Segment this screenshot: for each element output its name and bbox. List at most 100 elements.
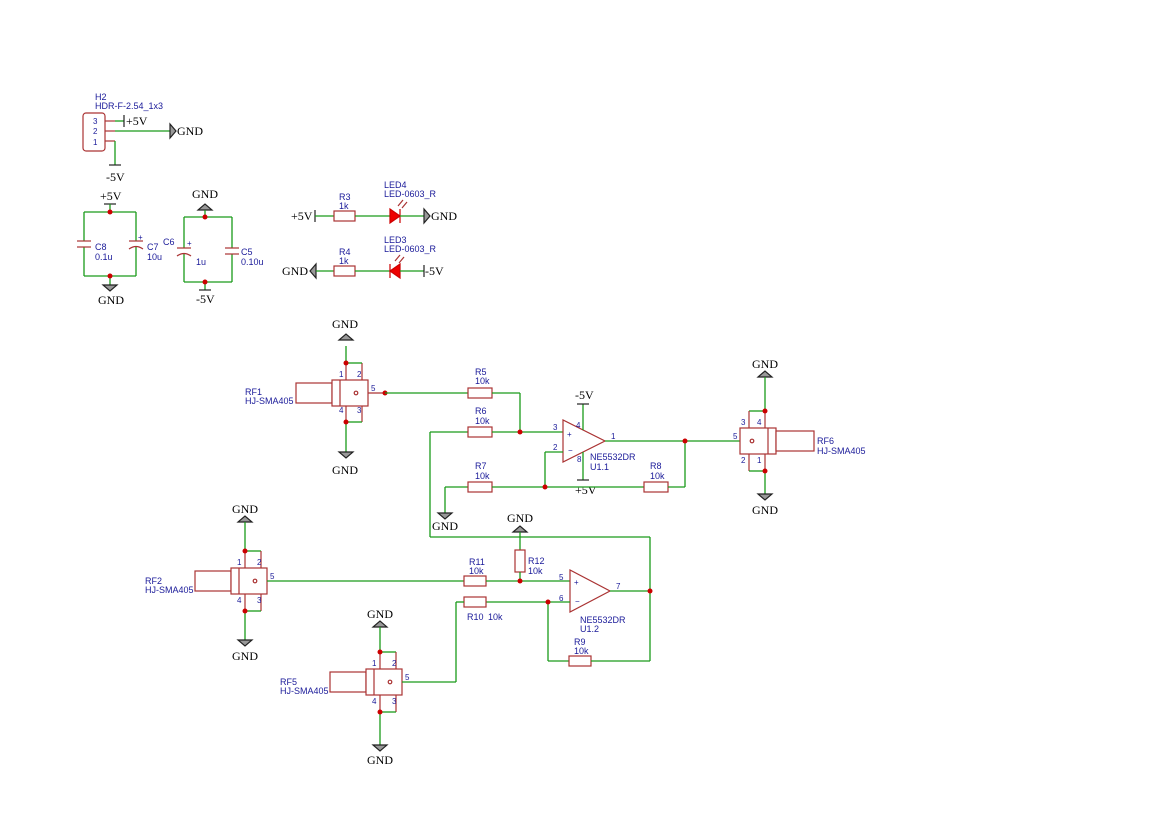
u1-1-body bbox=[562, 419, 607, 463]
c8-value: 0.1u bbox=[95, 252, 113, 262]
r9-value: 10k bbox=[574, 646, 589, 656]
rf6-jack bbox=[739, 427, 777, 455]
net-label-gnd: GND bbox=[432, 519, 458, 533]
c8-ref: C8 bbox=[95, 242, 107, 252]
u1-2-ref: U1.2 bbox=[580, 624, 599, 634]
rf6-pin1: 1 bbox=[757, 456, 762, 465]
r11-body bbox=[463, 575, 487, 587]
net-label-gnd: GND bbox=[232, 502, 258, 516]
rf2-pin4: 4 bbox=[237, 596, 242, 605]
r7-ref: R7 bbox=[475, 461, 487, 471]
rf2-connector: GND GND 1 2 3 4 5 RF2 HJ-SMA405 bbox=[145, 502, 275, 663]
net-label-minus5v: -5V bbox=[575, 388, 594, 402]
r10-ref: R10 bbox=[467, 612, 484, 622]
r8-ref: R8 bbox=[650, 461, 662, 471]
rf6-body bbox=[775, 430, 815, 452]
gnd-symbol bbox=[337, 451, 355, 459]
h2-pin3: 3 bbox=[93, 117, 98, 126]
r4-body bbox=[333, 265, 356, 277]
net-label-gnd: GND bbox=[752, 503, 778, 517]
rf5-jack bbox=[365, 668, 403, 696]
c6-plus-sign: + bbox=[187, 239, 192, 248]
gnd-symbol bbox=[337, 333, 355, 341]
u1-1-ref: U1.1 bbox=[590, 462, 609, 472]
u1-2-body bbox=[569, 569, 612, 613]
h2-net-plus5v: +5V bbox=[126, 114, 148, 128]
led3-value: LED-0603_R bbox=[384, 244, 437, 254]
rf2-ref: RF2 bbox=[145, 576, 162, 586]
gnd-symbol bbox=[371, 620, 389, 628]
rf1-value: HJ-SMA405 bbox=[245, 396, 294, 406]
u1-1-plus-sign: + bbox=[567, 430, 572, 439]
h2-pin2: 2 bbox=[93, 127, 98, 136]
r5-value: 10k bbox=[475, 376, 490, 386]
gnd-symbol bbox=[511, 525, 529, 533]
net-label-plus5v: +5V bbox=[100, 189, 122, 203]
c6-value: 1u bbox=[196, 257, 206, 267]
led3-ref: LED3 bbox=[384, 235, 407, 245]
h2-ref: H2 bbox=[95, 92, 107, 102]
net-label-gnd: GND bbox=[507, 511, 533, 525]
rf1-jack bbox=[331, 379, 369, 407]
rf6-value: HJ-SMA405 bbox=[817, 446, 866, 456]
rf1-body bbox=[295, 382, 333, 404]
rf2-pin3: 3 bbox=[257, 596, 262, 605]
gnd-symbol bbox=[423, 207, 431, 225]
gnd-symbol bbox=[236, 515, 254, 523]
net-label-minus5v: -5V bbox=[425, 264, 444, 278]
decoupling-minus5v: GND + C6 1u C5 0.10u -5V bbox=[163, 187, 264, 306]
net-label-gnd: GND bbox=[98, 293, 124, 307]
u1-1-pin3: 3 bbox=[553, 423, 558, 432]
r7-value: 10k bbox=[475, 471, 490, 481]
rf5-pin4: 4 bbox=[372, 697, 377, 706]
header-h2: H2 HDR-F-2.54_1x3 3 2 1 +5V GND -5V bbox=[82, 92, 203, 184]
r5-ref: R5 bbox=[475, 367, 487, 377]
gnd-symbol bbox=[436, 512, 454, 520]
led3-body bbox=[388, 262, 401, 280]
r8-body bbox=[643, 481, 669, 493]
u1-2-plus-sign: + bbox=[574, 578, 579, 587]
u1-1-pin8: 8 bbox=[577, 455, 582, 464]
u1-1-minus-sign: − bbox=[568, 446, 573, 455]
rf5-value: HJ-SMA405 bbox=[280, 686, 329, 696]
u1-1-pin2: 2 bbox=[553, 443, 558, 452]
rf6-pin2: 2 bbox=[741, 456, 746, 465]
rf2-pin5: 5 bbox=[270, 572, 275, 581]
c7-plus-sign: + bbox=[138, 233, 143, 242]
u1-1-part: NE5532DR bbox=[590, 452, 636, 462]
net-label-gnd: GND bbox=[232, 649, 258, 663]
u1-2-minus-sign: − bbox=[575, 597, 580, 606]
r5-body bbox=[467, 387, 493, 399]
rf5-pin3: 3 bbox=[392, 697, 397, 706]
c7-value: 10u bbox=[147, 252, 162, 262]
h2-body bbox=[82, 112, 106, 152]
rf5-connector: GND GND 1 2 3 4 5 RF5 HJ-SMA405 bbox=[280, 607, 456, 767]
rf6-pin3: 3 bbox=[741, 418, 746, 427]
r11-ref: R11 bbox=[469, 557, 485, 567]
led4-ref: LED4 bbox=[384, 180, 407, 190]
net-label-gnd: GND bbox=[192, 187, 218, 201]
u1-1-pin4: 4 bbox=[576, 421, 581, 430]
net-label-plus5v: +5V bbox=[575, 483, 597, 497]
r12-value: 10k bbox=[528, 566, 543, 576]
net-label-gnd: GND bbox=[282, 264, 308, 278]
r9-ref: R9 bbox=[574, 637, 586, 647]
r6-body bbox=[467, 426, 493, 438]
gnd-symbol bbox=[196, 203, 214, 211]
rf6-pin5: 5 bbox=[733, 432, 738, 441]
rf2-jack bbox=[230, 567, 268, 595]
c5-value: 0.10u bbox=[241, 257, 264, 267]
r6-value: 10k bbox=[475, 416, 490, 426]
rf2-value: HJ-SMA405 bbox=[145, 585, 194, 595]
rf2-body bbox=[194, 570, 232, 592]
u1-2-pin7: 7 bbox=[616, 582, 621, 591]
u1-2-part: NE5532DR bbox=[580, 615, 626, 625]
rf5-pin1: 1 bbox=[372, 659, 377, 668]
r10-body bbox=[463, 596, 487, 608]
gnd-symbol bbox=[756, 370, 774, 378]
rf1-pin3: 3 bbox=[357, 406, 362, 415]
net-label-gnd: GND bbox=[367, 607, 393, 621]
rf6-pin4: 4 bbox=[757, 418, 762, 427]
net-label-gnd: GND bbox=[332, 463, 358, 477]
